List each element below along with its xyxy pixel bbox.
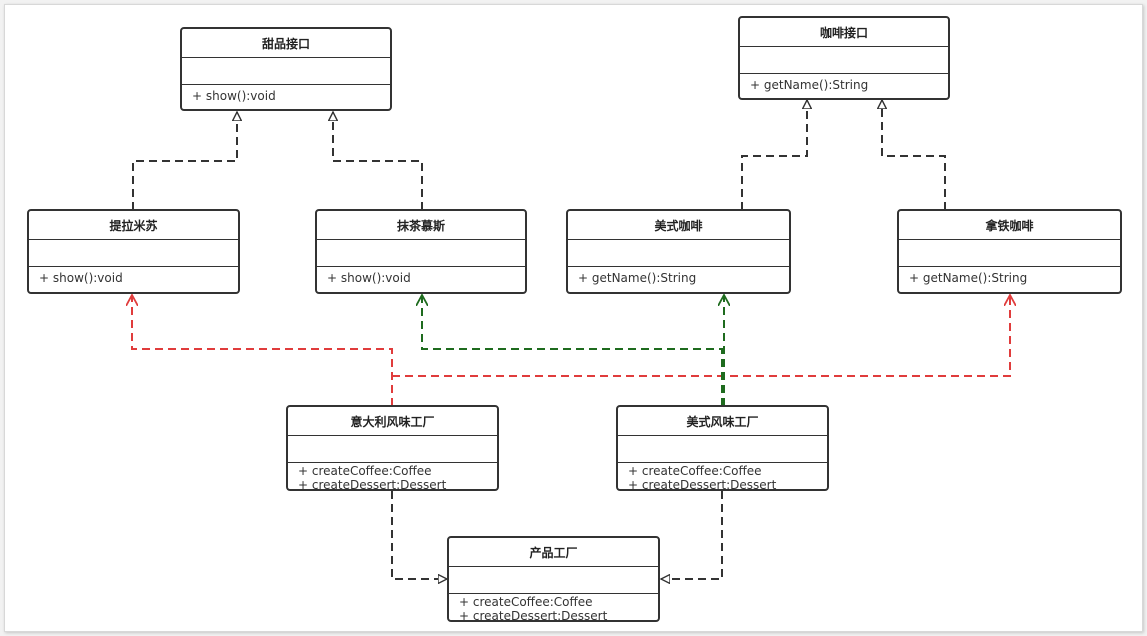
class-attributes — [740, 47, 948, 74]
method: + createDessert:Dessert — [298, 478, 447, 491]
class-title: 美式咖啡 — [568, 211, 789, 240]
method: + createCoffee:Coffee — [628, 464, 762, 478]
class-attributes — [317, 240, 525, 267]
class-title: 产品工厂 — [449, 538, 658, 567]
dependency-line-italian-to-tiramisu — [132, 295, 393, 406]
method: + createDessert:Dessert — [628, 478, 777, 491]
class-methods: + show():void — [29, 267, 238, 285]
class-attributes — [618, 436, 827, 463]
class-title: 甜品接口 — [182, 29, 390, 58]
method: + show():void — [192, 89, 276, 103]
class-title: 拿铁咖啡 — [899, 211, 1120, 240]
class-attributes — [568, 240, 789, 267]
class-dessert-interface[interactable]: 甜品接口 + show():void — [180, 27, 392, 111]
class-attributes — [449, 567, 658, 594]
class-italian-factory[interactable]: 意大利风味工厂 + createCoffee:Coffee + createDe… — [286, 405, 499, 491]
class-title: 抹茶慕斯 — [317, 211, 525, 240]
realization-line-tiramisu — [132, 112, 237, 210]
class-methods: + getName():String — [568, 267, 789, 285]
class-attributes — [899, 240, 1120, 267]
class-methods: + createCoffee:Coffee + createDessert:De… — [288, 463, 497, 491]
class-methods: + createCoffee:Coffee + createDessert:De… — [449, 594, 658, 622]
diagram-canvas: 甜品接口 + show():void 咖啡接口 + getName():Stri… — [4, 4, 1143, 632]
realization-line-american-coffee — [741, 100, 807, 210]
dependency-line-american-to-matcha — [422, 295, 723, 406]
class-methods: + show():void — [182, 85, 390, 103]
class-title: 美式风味工厂 — [618, 407, 827, 436]
class-latte[interactable]: 拿铁咖啡 + getName():String — [897, 209, 1122, 294]
dependency-line-italian-to-latte — [392, 295, 1010, 377]
class-title: 咖啡接口 — [740, 18, 948, 47]
method: + show():void — [39, 271, 123, 285]
class-attributes — [29, 240, 238, 267]
method: + createCoffee:Coffee — [298, 464, 432, 478]
realization-line-italian-to-product — [391, 491, 447, 579]
method: + show():void — [327, 271, 411, 285]
class-title: 意大利风味工厂 — [288, 407, 497, 436]
method: + getName():String — [578, 271, 697, 285]
method: + getName():String — [909, 271, 1028, 285]
class-american-factory[interactable]: 美式风味工厂 + createCoffee:Coffee + createDes… — [616, 405, 829, 491]
class-methods: + getName():String — [899, 267, 1120, 285]
realization-line-matcha-mousse — [333, 112, 423, 210]
class-product-factory[interactable]: 产品工厂 + createCoffee:Coffee + createDesse… — [447, 536, 660, 622]
method: + getName():String — [750, 78, 869, 92]
class-title: 提拉米苏 — [29, 211, 238, 240]
class-methods: + createCoffee:Coffee + createDessert:De… — [618, 463, 827, 491]
realization-line-latte — [882, 100, 946, 210]
uml-diagram — [5, 5, 1142, 631]
class-attributes — [182, 58, 390, 85]
class-matcha-mousse[interactable]: 抹茶慕斯 + show():void — [315, 209, 527, 294]
method: + createDessert:Dessert — [459, 609, 608, 622]
class-american-coffee[interactable]: 美式咖啡 + getName():String — [566, 209, 791, 294]
class-methods: + getName():String — [740, 74, 948, 92]
class-attributes — [288, 436, 497, 463]
class-coffee-interface[interactable]: 咖啡接口 + getName():String — [738, 16, 950, 100]
class-methods: + show():void — [317, 267, 525, 285]
class-tiramisu[interactable]: 提拉米苏 + show():void — [27, 209, 240, 294]
method: + createCoffee:Coffee — [459, 595, 593, 609]
realization-line-american-to-product — [661, 491, 723, 579]
